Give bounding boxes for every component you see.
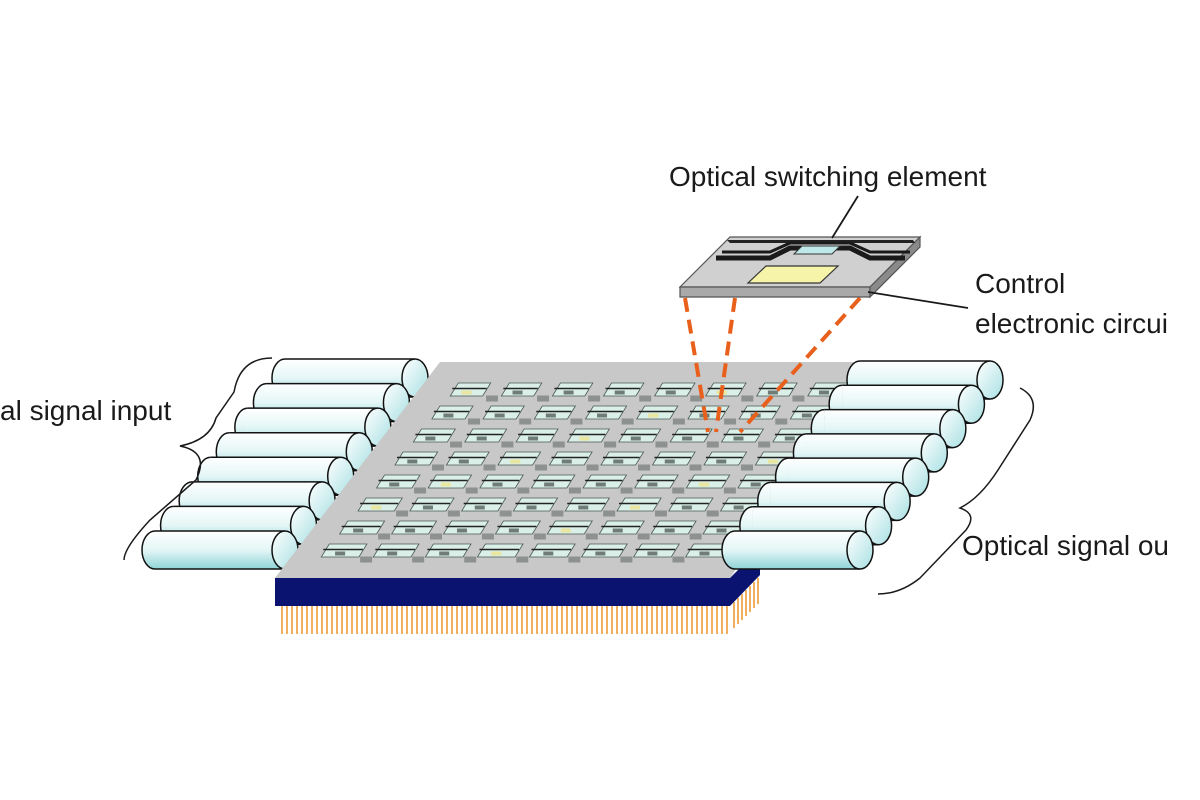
switch-element [548, 451, 599, 471]
zoom-leader-lines [683, 296, 862, 434]
switch-element [390, 520, 443, 540]
switch-element [651, 451, 702, 471]
input-fiber-array [141, 358, 429, 570]
switch-element [372, 543, 425, 563]
switch-element [650, 520, 702, 540]
switch-element [669, 428, 719, 448]
output-brace [877, 387, 1035, 595]
output-fiber [721, 530, 874, 570]
input-fiber [141, 530, 299, 570]
switch-element [449, 382, 499, 402]
switch-element [634, 474, 685, 494]
switch-element [409, 497, 460, 517]
board-side [275, 548, 760, 606]
switch-element [685, 474, 736, 494]
package-pins [281, 578, 759, 634]
switch-element [494, 520, 546, 540]
switch-element [512, 497, 564, 517]
switch-element [482, 405, 532, 425]
switching-element-chip [678, 235, 922, 299]
control-circuit-label-line2: electronic circui [975, 308, 1168, 339]
switch-element [566, 428, 617, 448]
switch-element [464, 428, 514, 448]
switch-element [460, 497, 512, 517]
switch-element [580, 543, 633, 563]
switch-element [412, 428, 463, 448]
switch-element [533, 405, 583, 425]
switch-element [375, 474, 427, 494]
output-label: Optical signal ou [962, 530, 1169, 561]
switch-element [668, 497, 719, 517]
switch-element [528, 543, 581, 563]
switch-element [442, 520, 494, 540]
switch-element [546, 520, 598, 540]
control-circuit-label-line1: Control [975, 268, 1065, 299]
switch-element-grid [320, 382, 849, 563]
switch-element [476, 543, 529, 563]
switch-element [600, 451, 651, 471]
output-fiber-array [721, 360, 1004, 570]
switch-element [357, 497, 409, 517]
switch-element [602, 382, 652, 402]
switch-element [424, 543, 477, 563]
input-label: al signal input [0, 395, 171, 426]
switch-element [500, 382, 550, 402]
control-circuit-callout [867, 291, 969, 309]
switch-element [598, 520, 650, 540]
switch-element [635, 405, 685, 425]
switching-element-label: Optical switching element [669, 161, 987, 192]
switch-element [616, 497, 667, 517]
switch-element [653, 382, 703, 402]
switch-element [618, 428, 668, 448]
switch-element [584, 405, 634, 425]
switch-element [632, 543, 685, 563]
switch-element [338, 520, 391, 540]
switch-element [320, 543, 373, 563]
input-brace [123, 357, 273, 561]
switch-element [394, 451, 445, 471]
switch-element [515, 428, 565, 448]
switch-element [427, 474, 478, 494]
switch-element [497, 451, 548, 471]
switch-element [431, 405, 481, 425]
switch-element [445, 451, 496, 471]
switch-element [703, 451, 754, 471]
switch-element [582, 474, 633, 494]
switching-element-callout [831, 195, 859, 239]
switch-element [530, 474, 581, 494]
switch-element [564, 497, 616, 517]
switch-element [551, 382, 601, 402]
switch-element [479, 474, 530, 494]
switch-element [720, 428, 771, 448]
